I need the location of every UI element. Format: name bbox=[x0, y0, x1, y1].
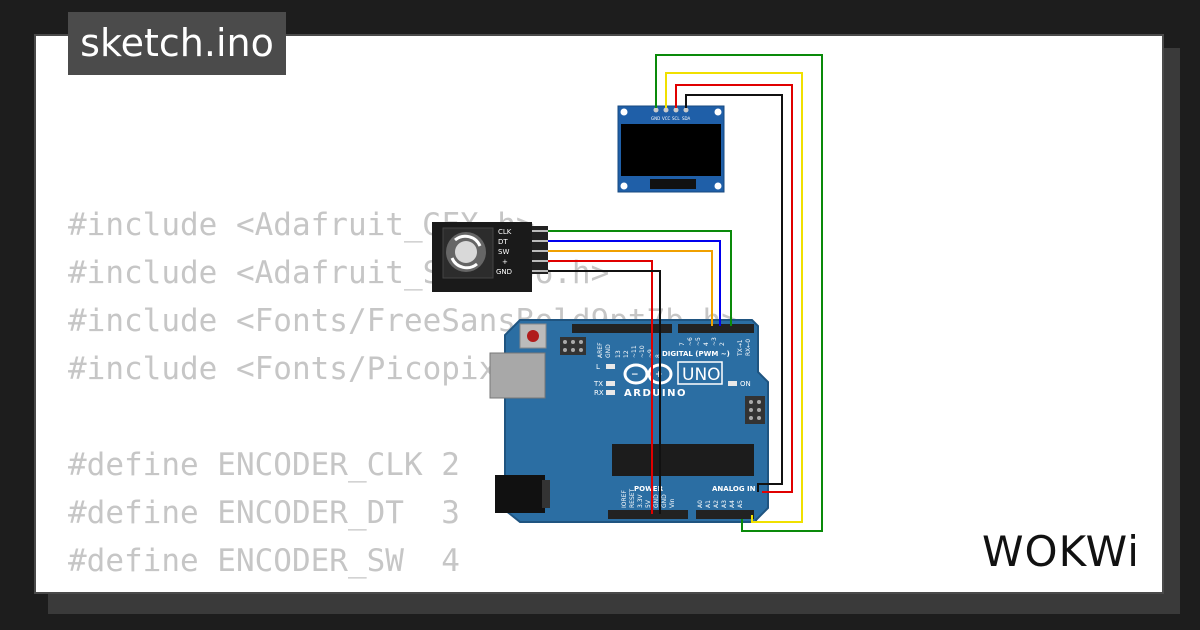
status-leds: L TX RX ON bbox=[593, 363, 751, 397]
pin-label: IOREF bbox=[621, 490, 628, 508]
oled-pin-labels: GND VCC SCL SDA bbox=[651, 116, 691, 121]
power-label: POWER bbox=[634, 485, 664, 493]
pin-label: ~5 bbox=[695, 337, 702, 346]
analog-header bbox=[696, 510, 754, 519]
pin-label: GND bbox=[661, 494, 668, 508]
code-line: #define ENCODER_SW 4 bbox=[68, 543, 460, 579]
top-pin-labels: AREF GND 13 12 ~11 ~10 ~9 8 7 ~6 ~5 4 ~3… bbox=[597, 337, 752, 358]
power-header bbox=[608, 510, 688, 519]
svg-text:WOKWi: WOKWi bbox=[982, 527, 1140, 576]
wire-encoder-clk bbox=[548, 230, 732, 326]
digital-header-right bbox=[678, 324, 754, 333]
pin-label: 5V bbox=[645, 499, 652, 508]
pin-label: 7 bbox=[679, 342, 686, 346]
arduino-uno-board[interactable]: AREF GND 13 12 ~11 ~10 ~9 8 7 ~6 ~5 4 ~3… bbox=[489, 319, 769, 523]
svg-text:SCL: SCL bbox=[672, 116, 680, 121]
wire-encoder-vcc bbox=[548, 260, 653, 514]
pin-label: A2 bbox=[713, 500, 720, 508]
pin-label: 2 bbox=[719, 342, 726, 346]
encoder-pin-labels: CLK DT SW + GND bbox=[496, 228, 512, 276]
pin-label: ~11 bbox=[631, 345, 638, 358]
icsp-header-right bbox=[745, 396, 765, 424]
svg-text:L: L bbox=[596, 363, 600, 371]
pin-label: RX←0 bbox=[745, 339, 752, 356]
wokwi-logo: WOKWi bbox=[982, 527, 1140, 576]
brand-label: ARDUINO bbox=[624, 388, 687, 399]
pin-label: 4 bbox=[703, 342, 710, 346]
power-jack bbox=[495, 475, 545, 513]
code-line: #define ENCODER_DT 3 bbox=[68, 495, 460, 531]
model-label: UNO bbox=[682, 365, 721, 385]
svg-text:+: + bbox=[502, 258, 508, 266]
pin-label: ~10 bbox=[639, 345, 646, 358]
encoder-pins bbox=[532, 230, 548, 272]
sketch-title: sketch.ino bbox=[68, 12, 286, 75]
digital-header-left bbox=[572, 324, 672, 333]
svg-text:ON: ON bbox=[740, 380, 751, 388]
pin-label: 13 bbox=[615, 350, 622, 358]
svg-text:TX: TX bbox=[593, 380, 603, 388]
pin-label: A3 bbox=[721, 500, 728, 508]
pin-label: Vin bbox=[669, 498, 676, 508]
icsp-header bbox=[560, 337, 586, 355]
pin-label: TX→1 bbox=[737, 339, 744, 357]
wire-oled-scl bbox=[675, 84, 793, 493]
digital-label: DIGITAL (PWM ~) bbox=[662, 350, 730, 358]
pin-label: 3.3V bbox=[637, 493, 644, 508]
svg-text:+: + bbox=[655, 370, 663, 380]
svg-text:DT: DT bbox=[498, 238, 508, 246]
wire-encoder-gnd bbox=[548, 270, 661, 514]
pin-label: ~3 bbox=[711, 337, 718, 346]
svg-text:SW: SW bbox=[498, 248, 509, 256]
svg-text:CLK: CLK bbox=[498, 228, 512, 236]
pin-label: ~9 bbox=[647, 349, 654, 358]
pin-label: 12 bbox=[623, 350, 630, 358]
wire-oled-sda bbox=[685, 94, 783, 492]
usb-port bbox=[489, 352, 546, 399]
pin-label: A5 bbox=[737, 500, 744, 508]
pin-label: GND bbox=[605, 344, 612, 358]
wire-oled-gnd bbox=[655, 54, 823, 532]
rotary-encoder[interactable]: CLK DT SW + GND bbox=[432, 222, 548, 292]
analog-label: ANALOG IN bbox=[712, 485, 756, 493]
svg-text:SDA: SDA bbox=[682, 116, 691, 121]
oled-display[interactable]: GND VCC SCL SDA bbox=[617, 105, 725, 193]
wire-oled-vcc bbox=[665, 72, 803, 523]
wire-encoder-sw bbox=[548, 250, 713, 326]
pin-label: GND bbox=[653, 494, 660, 508]
svg-text:−: − bbox=[631, 370, 639, 380]
wire-encoder-dt bbox=[548, 240, 721, 326]
code-line: #define ENCODER_CLK 2 bbox=[68, 447, 460, 483]
atmega-chip bbox=[612, 444, 754, 476]
preview-card: #include <Adafruit_GFX.h>#include <Adafr… bbox=[34, 34, 1164, 594]
bottom-pin-labels: IOREF RESET 3.3V 5V GND GND Vin A0 A1 A2… bbox=[621, 488, 744, 508]
svg-text:RX: RX bbox=[594, 389, 604, 397]
svg-text:VCC: VCC bbox=[662, 116, 671, 121]
pin-label: A1 bbox=[705, 500, 712, 508]
wires bbox=[548, 54, 823, 532]
pin-label: A0 bbox=[697, 500, 704, 508]
pin-label: 8 bbox=[655, 354, 662, 358]
pin-label: A4 bbox=[729, 500, 736, 508]
svg-text:GND: GND bbox=[496, 268, 512, 276]
pin-label: AREF bbox=[597, 342, 604, 358]
svg-text:GND: GND bbox=[651, 116, 660, 121]
pin-label: RESET bbox=[629, 488, 636, 508]
pin-label: ~6 bbox=[687, 337, 694, 346]
